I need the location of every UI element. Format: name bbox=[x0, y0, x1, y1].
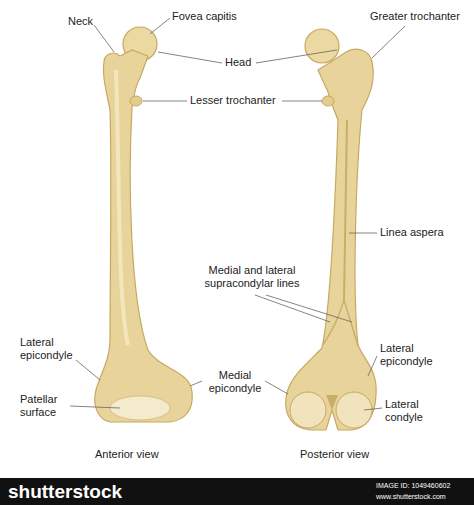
image-id: IMAGE ID: 1049460602 bbox=[376, 482, 450, 490]
femur-anterior bbox=[95, 27, 193, 422]
watermark-logo: shutterstock bbox=[8, 480, 122, 503]
part-label: Patellar surface bbox=[20, 393, 75, 419]
part-label: Lateral epicondyle bbox=[380, 342, 450, 368]
part-label: Fovea capitis bbox=[172, 10, 237, 23]
part-label: Greater trochanter bbox=[370, 10, 460, 23]
part-label: Head bbox=[225, 56, 251, 69]
leader-lines bbox=[70, 18, 405, 410]
watermark-url: www.shutterstock.com bbox=[376, 493, 446, 501]
part-label: Medial epicondyle bbox=[204, 369, 266, 395]
part-label: Medial and lateral supracondylar lines bbox=[196, 264, 308, 290]
part-label: Lesser trochanter bbox=[190, 94, 276, 107]
part-label: Linea aspera bbox=[380, 226, 444, 239]
part-label: Lateral epicondyle bbox=[20, 336, 80, 362]
footer-bar bbox=[0, 478, 474, 505]
view-caption: Posterior view bbox=[300, 448, 369, 461]
view-caption: Anterior view bbox=[95, 448, 159, 461]
part-label: Lateral condyle bbox=[385, 398, 445, 424]
femur-posterior bbox=[286, 29, 376, 430]
part-label: Neck bbox=[68, 15, 93, 28]
